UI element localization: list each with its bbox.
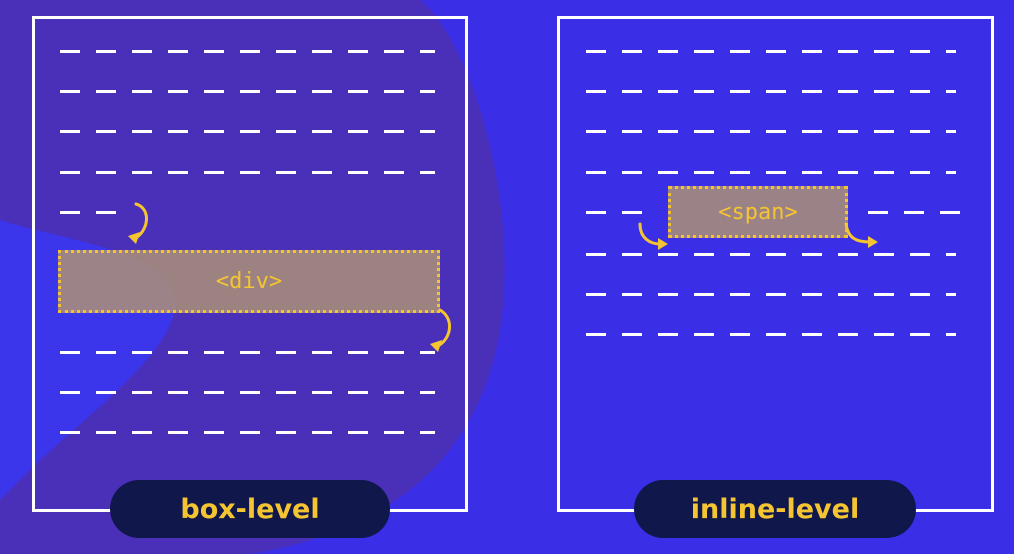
text-line — [60, 391, 435, 394]
div-tag-label: <div> — [215, 269, 283, 294]
text-line — [586, 130, 956, 133]
text-line — [60, 50, 435, 53]
curved-arrow-icon — [430, 308, 451, 352]
curved-arrow-icon — [844, 222, 878, 248]
text-line — [60, 90, 435, 93]
text-line — [586, 211, 642, 214]
text-line — [586, 293, 956, 296]
text-line — [60, 351, 435, 354]
text-line — [60, 171, 435, 174]
curved-arrow-icon — [128, 202, 148, 244]
curved-arrow-icon — [638, 222, 668, 250]
inline-level-label: inline-level — [634, 480, 916, 538]
span-tag-label: <span> — [718, 199, 798, 225]
span-element-box: <span> — [668, 186, 848, 238]
text-line — [60, 431, 435, 434]
text-line — [868, 211, 964, 214]
box-level-label: box-level — [110, 480, 390, 538]
text-line — [586, 90, 956, 93]
text-line — [586, 333, 956, 336]
text-line — [60, 130, 435, 133]
div-element-box: <div> — [58, 250, 440, 313]
text-line — [586, 50, 956, 53]
text-line — [60, 211, 116, 214]
text-line — [586, 171, 956, 174]
text-line — [586, 253, 956, 256]
